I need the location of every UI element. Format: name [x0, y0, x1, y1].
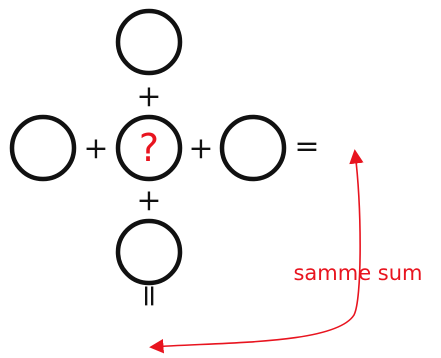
double-arrow: [149, 149, 364, 354]
equals-sign-bottom: =: [132, 283, 167, 308]
circle-top: [115, 8, 183, 76]
circle-bottom: [115, 218, 183, 286]
same-sum-label: samme sum: [293, 261, 422, 285]
center-question-mark: ?: [139, 126, 159, 170]
plus-sign-bottom: +: [136, 183, 161, 218]
circle-right: [219, 114, 287, 182]
plus-sign-left: +: [83, 131, 108, 166]
circle-left: [9, 114, 77, 182]
equals-sign-right: =: [294, 129, 319, 164]
plus-sign-top: +: [136, 79, 161, 114]
plus-sign-right: +: [188, 131, 213, 166]
circle-center: [115, 114, 183, 182]
